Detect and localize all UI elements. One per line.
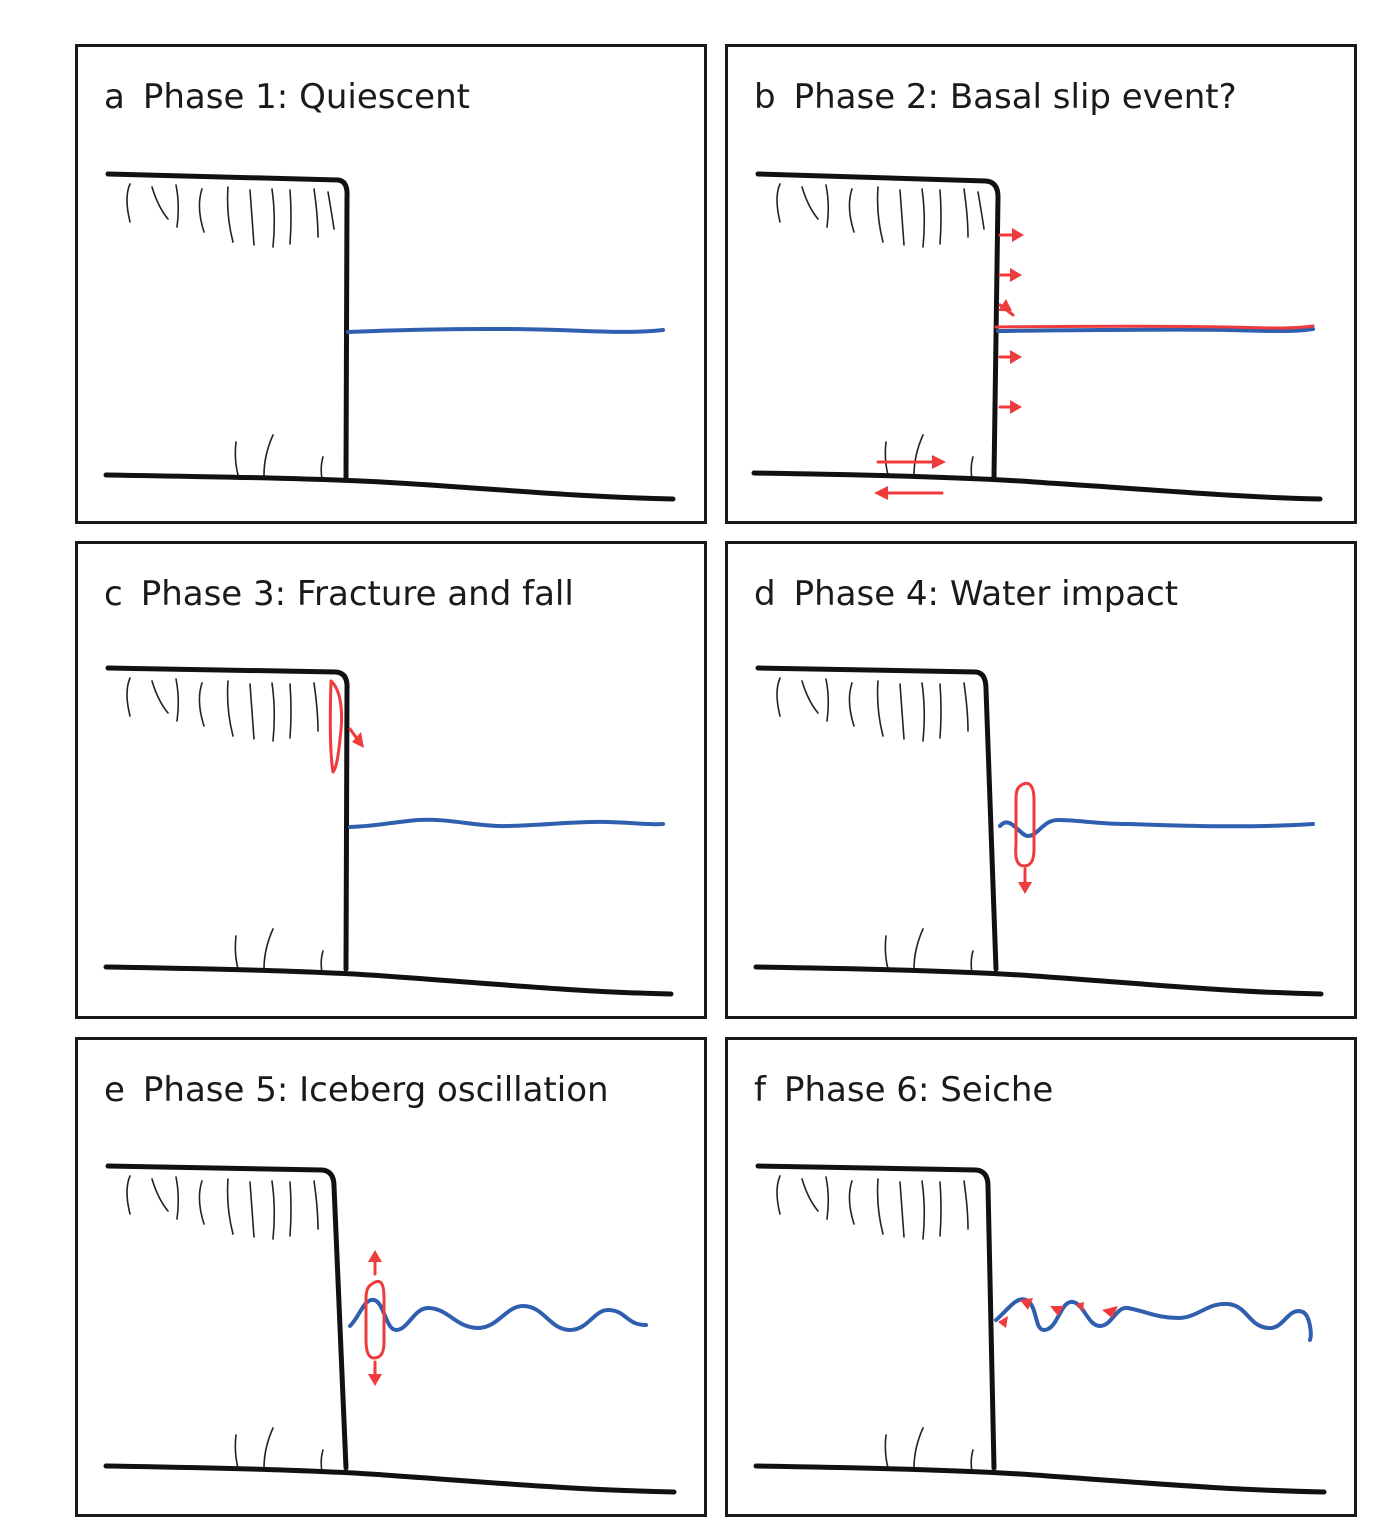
panel-d-sketch <box>753 665 1324 997</box>
panel-d-heading: Phase 4: Water impact <box>793 574 1179 614</box>
panel-c: c Phase 3: Fracture and fall <box>75 541 707 1019</box>
water-surface <box>994 1297 1313 1342</box>
panel-a-letter: a <box>104 77 125 117</box>
panel-f: f Phase 6: Seiche <box>725 1037 1357 1517</box>
glacier-front <box>755 665 999 974</box>
basal-slip-arrows <box>874 455 946 500</box>
panel-a: a Phase 1: Quiescent <box>75 44 707 524</box>
panel-e-sketch <box>103 1163 677 1495</box>
panel-d: d Phase 4: Water impact <box>725 541 1357 1019</box>
water-surface <box>998 818 1315 838</box>
water-surface <box>348 817 665 829</box>
water-surface-red-overlay <box>994 324 1315 330</box>
fracturing-block-outline <box>328 679 344 774</box>
up-arrowhead <box>368 1250 382 1262</box>
panel-b: b Phase 2: Basal slip event? <box>725 44 1357 524</box>
glacier-bed <box>753 964 1324 997</box>
panel-e-title: e Phase 5: Iceberg oscillation <box>104 1070 609 1110</box>
panel-b-letter: b <box>754 77 776 117</box>
fall-arrowhead <box>352 732 364 748</box>
panel-a-title: a Phase 1: Quiescent <box>104 77 470 117</box>
glacier-bed <box>103 964 674 997</box>
panel-c-title: c Phase 3: Fracture and fall <box>104 574 574 614</box>
panel-b-title: b Phase 2: Basal slip event? <box>754 77 1237 117</box>
glacier-bed <box>103 472 676 502</box>
panel-d-title: d Phase 4: Water impact <box>754 574 1178 614</box>
water-surface <box>346 326 665 334</box>
iceberg-impact-outline <box>1014 781 1036 868</box>
impact-arrowhead <box>1018 882 1032 894</box>
panel-b-sketch <box>751 171 1323 502</box>
panel-f-sketch <box>753 1163 1327 1495</box>
panel-f-heading: Phase 6: Seiche <box>783 1070 1054 1110</box>
glacier-front <box>105 1163 349 1473</box>
water-surface <box>348 1297 648 1332</box>
down-arrowhead <box>368 1374 382 1386</box>
panel-f-letter: f <box>754 1070 766 1110</box>
panel-a-heading: Phase 1: Quiescent <box>142 77 470 117</box>
panel-c-heading: Phase 3: Fracture and fall <box>140 574 574 614</box>
glacier-front <box>105 171 350 480</box>
oscillating-iceberg-outline <box>364 1279 386 1360</box>
glacier-front <box>755 171 1001 480</box>
glacier-bed <box>103 1463 677 1495</box>
panel-c-sketch <box>103 665 674 997</box>
glacier-front <box>105 665 350 974</box>
water-surface <box>996 327 1315 333</box>
seiche-motion-markers <box>998 1298 1118 1328</box>
panel-c-letter: c <box>104 574 123 614</box>
panel-b-heading: Phase 2: Basal slip event? <box>793 77 1237 117</box>
glacier-bed <box>753 1463 1327 1495</box>
panel-a-sketch <box>103 171 676 502</box>
outward-motion-arrows <box>998 228 1024 414</box>
glacier-front <box>755 1163 997 1473</box>
panel-f-title: f Phase 6: Seiche <box>754 1070 1053 1110</box>
panel-d-letter: d <box>754 574 776 614</box>
panel-e: e Phase 5: Iceberg oscillation <box>75 1037 707 1517</box>
glacier-bed <box>751 470 1323 502</box>
panel-e-letter: e <box>104 1070 125 1110</box>
panel-e-heading: Phase 5: Iceberg oscillation <box>142 1070 609 1110</box>
